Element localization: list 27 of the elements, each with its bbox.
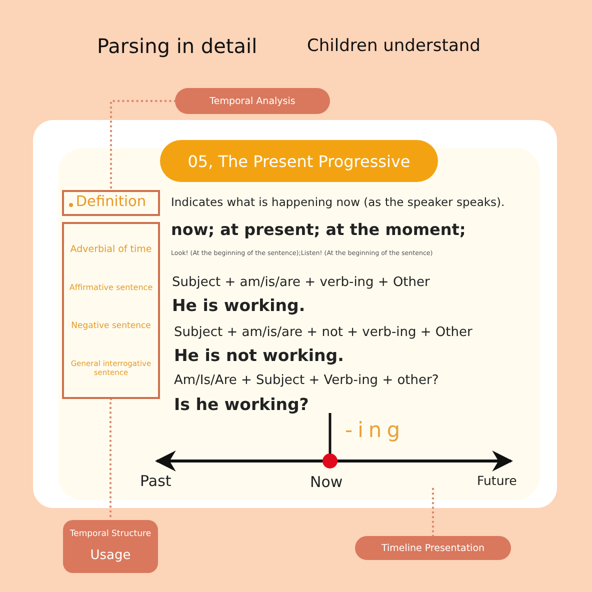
time-adverbs: now; at present; at the moment;	[171, 221, 466, 240]
definition-box	[62, 190, 160, 216]
example-sentence: He is working.	[172, 297, 306, 316]
timeline-label: Now	[310, 474, 343, 492]
box-title: Usage	[90, 548, 131, 564]
definition-text: Indicates what is happening now (as the speaker speaks).	[171, 196, 505, 210]
sentence-formula: Subject + am/is/are + not + verb-ing + Other	[174, 326, 472, 341]
example-sentence: Is he working?	[174, 396, 309, 415]
subtitle: Children understand	[307, 37, 480, 57]
page-title: Parsing in detail	[97, 35, 258, 58]
category-label: Affirmative sentence	[69, 283, 153, 293]
section-tag: Timeline Presentation	[355, 536, 511, 560]
title-pill: 05, The Present Progressive	[160, 140, 438, 182]
section-tag: Temporal Analysis	[175, 88, 330, 114]
usage-box	[63, 520, 158, 573]
category-label: Negative sentence	[71, 320, 151, 332]
leader-line	[110, 100, 176, 192]
category-label: Adverbial of time	[70, 244, 152, 256]
sentence-formula: Am/Is/Are + Subject + Verb-ing + other?	[174, 374, 439, 389]
example-sentence: He is not working.	[174, 347, 344, 366]
box-heading: Temporal Structure	[70, 529, 152, 540]
timeline-label: Past	[140, 473, 172, 490]
node-text: Definition	[76, 194, 146, 212]
suffix-label: -ing	[345, 418, 406, 442]
sentence-formula: Subject + am/is/are + verb-ing + Other	[172, 276, 430, 291]
category-box	[62, 222, 160, 399]
timeline-label: Future	[477, 474, 517, 488]
